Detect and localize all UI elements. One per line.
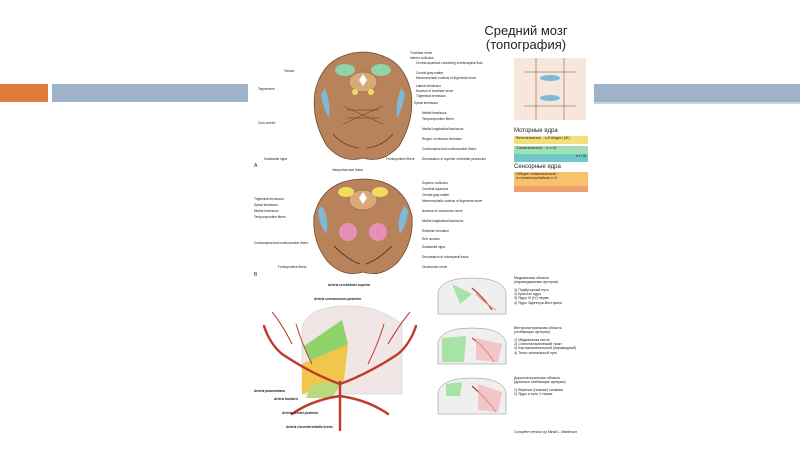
fig-b-left-label: Temporopontine fibers bbox=[254, 215, 286, 219]
fig-a-top-label: Decussation of superior cerebellar pedun… bbox=[422, 157, 486, 161]
legend-row: п.n.III bbox=[514, 153, 588, 162]
fig-a-top-label: Corticospinal and corticonuclear fibers bbox=[422, 147, 477, 151]
legend-row: Вегетативное - п.Edingeri (III) bbox=[514, 135, 588, 144]
fig-a-top-label: Medial longitudinal fasciculus bbox=[422, 127, 464, 131]
fig-b-right-label: Reticular formation bbox=[422, 229, 449, 233]
fig-b-right-label: Cerebral aqueduct bbox=[422, 187, 449, 191]
fig-b-right-label: Substantia nigra bbox=[422, 245, 446, 249]
fig-b-left-label: Medial lemniscus bbox=[254, 209, 279, 213]
legend-row: Соматическое - п.n.IV bbox=[514, 145, 588, 154]
region-title: Дорсолатеральная область (длинные огибаю… bbox=[514, 376, 566, 385]
artery-label: Arteria basilaris bbox=[274, 397, 299, 401]
legend-text: п.n.III bbox=[576, 153, 586, 158]
fig-a-top-label: Trigeminal lemniscus bbox=[416, 94, 446, 98]
fig-a-left-label: Tectum bbox=[284, 69, 295, 73]
fig-b-right-label: Mesencephalic nucleus of trigeminal nerv… bbox=[422, 199, 483, 203]
region-diagram-medial bbox=[437, 277, 507, 315]
region-title: Медиальная область (парамедианные артери… bbox=[514, 276, 558, 285]
fig-a-left-label: Crus cerebri bbox=[258, 121, 276, 125]
midbrain-section-a bbox=[313, 51, 413, 160]
legend-row: Общее соматическое - п.mesencephalicus n… bbox=[514, 171, 588, 186]
legend-motor-title: Моторные ядра bbox=[514, 128, 558, 134]
region-items: 1) Верхние (нижние) холмики 2) Ядро и пу… bbox=[514, 388, 563, 397]
legend-sensory-title: Сенсорные ядра bbox=[514, 164, 561, 170]
fig-b-right-label: Medial longitudinal fasciculus bbox=[422, 219, 464, 223]
fig-a-label: A bbox=[254, 163, 258, 169]
region-title: Вентролатеральная область (огибающие арт… bbox=[514, 326, 562, 335]
fig-b-label: B bbox=[254, 272, 258, 278]
accent-bar-blue-right bbox=[594, 84, 800, 102]
slide-image: Средний мозг (топография) A Tectum Tegme… bbox=[248, 18, 594, 438]
fig-a-top-label: Nucleus of trochlear nerve bbox=[416, 89, 454, 93]
region-diagram-ventrolateral bbox=[437, 327, 507, 365]
fig-a-top-label: Central aqueduct containing cerebrospina… bbox=[416, 61, 483, 65]
fig-a-top-label: Lateral lemniscus bbox=[416, 84, 441, 88]
fig-b-left-label: Trigeminal lemniscus bbox=[254, 197, 284, 201]
artery-label: Arteria communicans posterior bbox=[314, 297, 362, 301]
fig-a-top-label: Mesencephalic nucleus of trigeminal nerv… bbox=[416, 76, 477, 80]
fig-b-right-label: Nucleus of oculomotor nerve bbox=[422, 209, 463, 213]
fig-a-top-label: Temporopontine fibers bbox=[422, 117, 454, 121]
fig-b-right-label: Superior colliculus bbox=[422, 181, 448, 185]
legend-row bbox=[514, 186, 588, 192]
fig-a-top-label: Trochlear nerve bbox=[410, 51, 433, 55]
fig-a-top-label: Medial lemniscus bbox=[422, 111, 447, 115]
fig-a-top-label: Spinal lemniscus bbox=[414, 101, 438, 105]
legend-text: Общее соматическое - п.mesencephalicus n… bbox=[516, 171, 559, 181]
region-items: 1) Подбугорный путь 2) Красное ядро 3) Я… bbox=[514, 288, 562, 305]
fig-a-bottom-label: Interpeduncular fossa bbox=[332, 168, 363, 172]
artery-label: Arteria circumferentialis brevis bbox=[286, 425, 333, 429]
accent-bar-blue-left bbox=[52, 84, 248, 102]
credit-caption: Complete version by Mirali L. Martinson bbox=[514, 430, 578, 434]
fig-b-left-label: Frontopontine fibers bbox=[278, 265, 307, 269]
fig-a-top-label: Inferior colliculus bbox=[410, 56, 434, 60]
fig-a-top-label: Central gray matter bbox=[416, 71, 444, 75]
midbrain-section-b bbox=[313, 178, 413, 275]
slide-title: Средний мозг (топография) bbox=[484, 23, 568, 52]
accent-bar-orange bbox=[0, 84, 48, 102]
region-items: 1) Медиальная петля 2) Спиноталамический… bbox=[514, 338, 577, 355]
artery-label: Arteria paramediana bbox=[254, 389, 285, 393]
artery-label: Arteria cerebri posterior bbox=[282, 411, 319, 415]
legend-text: Вегетативное - п.Edingeri (III) bbox=[516, 135, 570, 140]
fig-a-top-label: Region of reticular formation bbox=[422, 137, 463, 141]
fig-b-right-label: Central gray matter bbox=[422, 193, 450, 197]
fig-a-left-label: Tegmentum bbox=[258, 87, 275, 91]
brainstem-schematic bbox=[514, 58, 586, 120]
fig-b-left-label: Spinal lemniscus bbox=[254, 203, 278, 207]
region-diagram-dorsolateral bbox=[437, 377, 507, 415]
artery-label: Arteria cerebellaris superior bbox=[328, 283, 371, 287]
fig-b-right-label: Decussation of rubrospinal tracts bbox=[422, 255, 469, 259]
fig-b-right-label: Red nucleus bbox=[422, 237, 440, 241]
fig-b-left-label: Corticospinal and corticonuclear fibers bbox=[254, 241, 309, 245]
fig-a-bottom-label: Frontopontine fibers bbox=[386, 157, 415, 161]
fig-a-left-label: Substantia nigra bbox=[264, 157, 288, 161]
legend-text: Соматическое - п.n.IV bbox=[516, 145, 557, 150]
accent-bar-line bbox=[594, 102, 800, 104]
fig-b-right-label: Oculomotor nerve bbox=[422, 265, 448, 269]
arterial-supply-diagram bbox=[262, 292, 418, 432]
